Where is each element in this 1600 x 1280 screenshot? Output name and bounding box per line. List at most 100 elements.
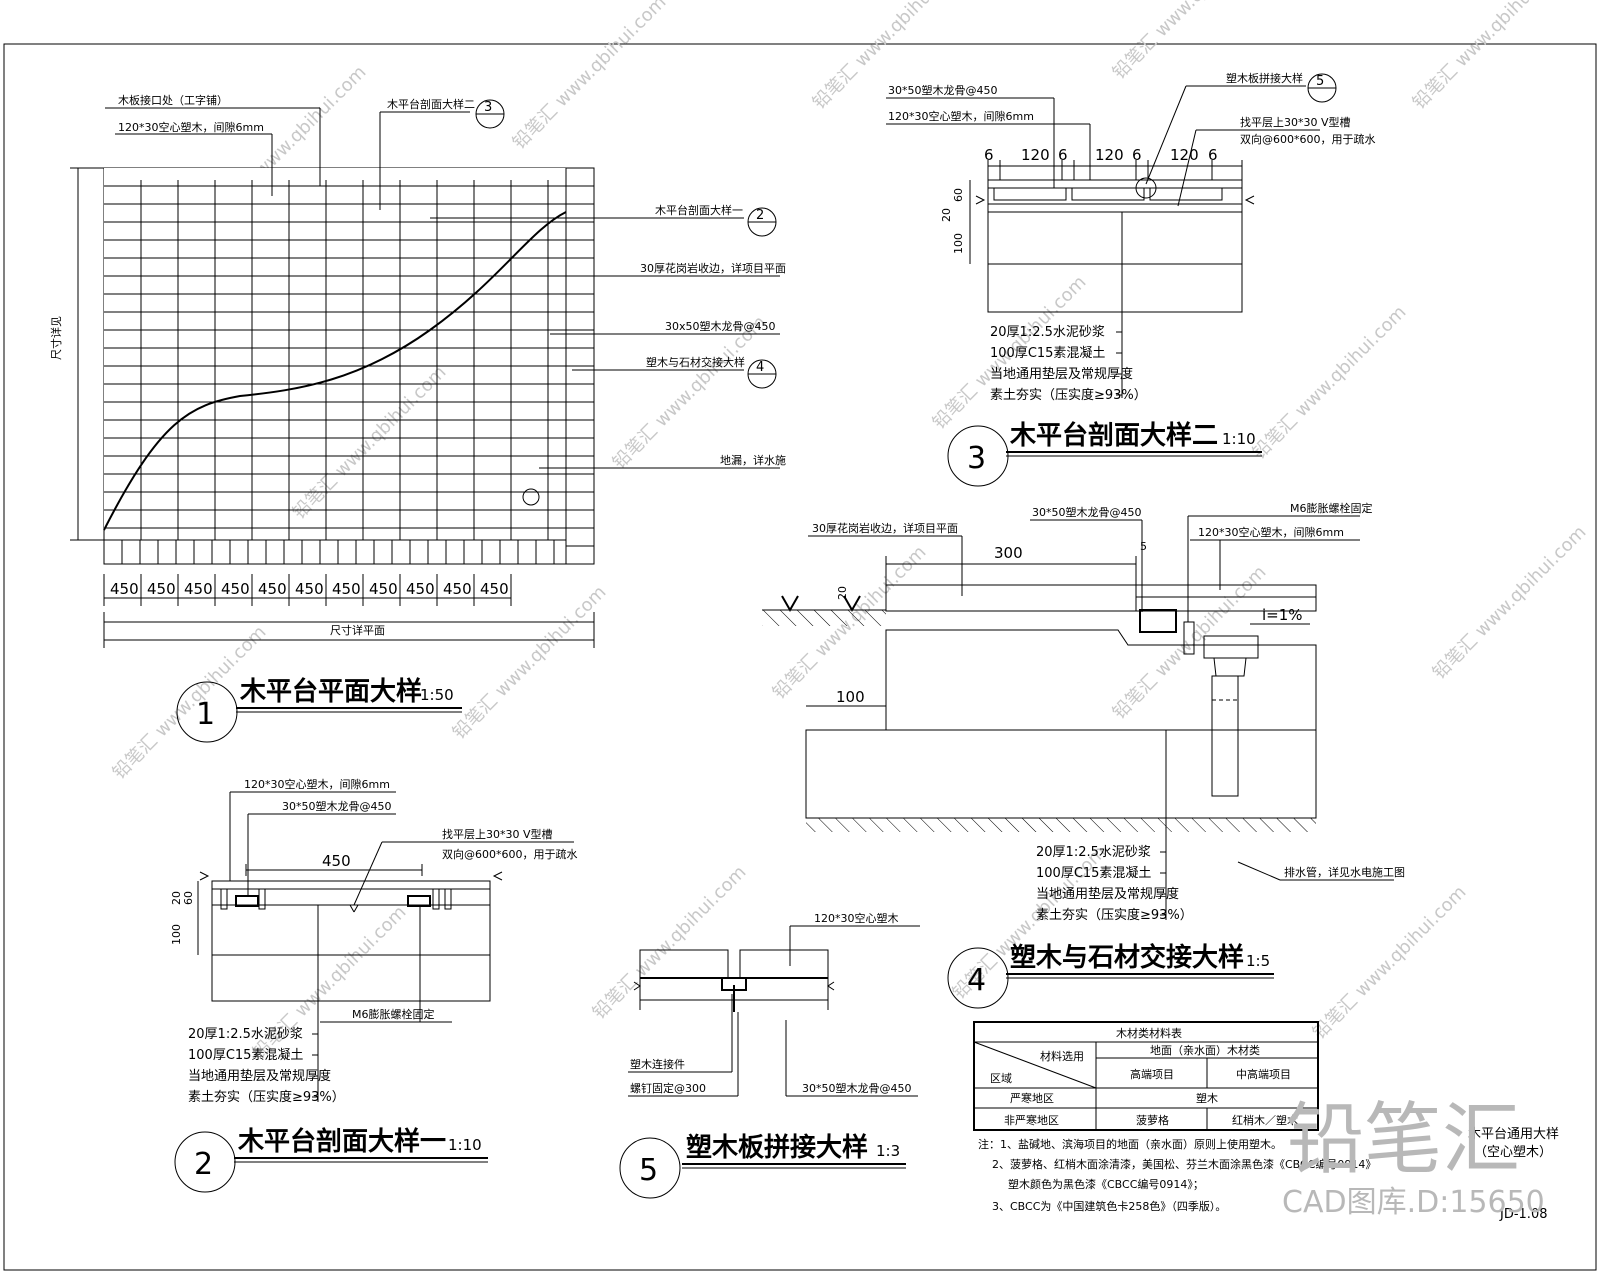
sheet-title: 木平台通用大样	[1468, 1127, 1559, 1142]
d5-scale: 1:3	[876, 1142, 900, 1160]
d4-d5: 5	[1140, 540, 1147, 553]
section-dim: 120	[1095, 146, 1124, 164]
anchor-bolt	[220, 888, 228, 910]
d1-ref2-text: 木平台剖面大样一	[655, 203, 743, 217]
section-dim: 6	[1132, 146, 1142, 164]
note-line: 塑木颜色为黑色漆《CBCC编号0914》；	[1008, 1177, 1204, 1191]
d4-board: 120*30空心塑木，间隙6mm	[1198, 525, 1344, 539]
d3-d60: 60	[952, 188, 965, 202]
layer-label: 100厚C15素混凝土	[990, 345, 1105, 361]
d1-title: 木平台平面大样	[239, 676, 422, 707]
watermark-text: 铅笔汇 www.qbihui.com	[1109, 562, 1271, 724]
spacing-dim: 450	[221, 580, 250, 598]
spacing-dim: 450	[443, 580, 472, 598]
d2-span: 450	[322, 852, 351, 870]
d2-joist: 30*50塑木龙骨@450	[282, 799, 392, 813]
d3-d100: 100	[952, 233, 965, 254]
spacing-dim: 450	[295, 580, 324, 598]
d4-num: 4	[967, 963, 986, 998]
table-h-region: 区域	[990, 1072, 1012, 1085]
d3-groove2: 双向@600*600，用于疏水	[1240, 132, 1376, 146]
watermark-text: 铅笔汇 www.qbihui.com	[449, 582, 611, 744]
table-h-sel: 材料选用	[1040, 1049, 1084, 1063]
note-line: 2、菠萝格、红梢木面涂清漆，美国松、芬兰木面涂黑色漆《CBCC编号0914》	[992, 1157, 1376, 1171]
layer-label: 100厚C15素混凝土	[1036, 865, 1151, 881]
d3-title: 木平台剖面大样二	[1009, 420, 1218, 451]
d5-joist: 30*50塑木龙骨@450	[802, 1081, 912, 1095]
d3-ref5-num: 5	[1316, 74, 1324, 89]
d2-groove: 找平层上30*30 V型槽	[442, 827, 553, 841]
table-h-surface: 地面（亲水面）木材类	[1150, 1043, 1260, 1057]
d2-bolt: M6膨胀螺栓固定	[352, 1007, 435, 1021]
d4-title: 塑木与石材交接大样	[1010, 942, 1244, 973]
d3-scale: 1:10	[1222, 430, 1256, 448]
notes: 注：1、盐碱地、滨海项目的地面（亲水面）原则上使用塑木。 2、菠萝格、红梢木面涂…	[978, 1137, 1376, 1213]
anchor-bolt	[432, 888, 440, 910]
spacing-dim: 450	[258, 580, 287, 598]
d4-bolt: M6膨胀螺栓固定	[1290, 501, 1373, 515]
d4-slope: i=1%	[1262, 606, 1303, 624]
d2-scale: 1:10	[448, 1136, 482, 1154]
layer-label: 素土夯实（压实度≥93%）	[1036, 907, 1193, 923]
table-title: 木材类材料表	[1116, 1026, 1182, 1040]
d5-num: 5	[639, 1153, 658, 1188]
section-dim: 6	[984, 146, 994, 164]
d1-granite-label: 30厚花岗岩收边，详项目平面	[640, 261, 786, 275]
d5-nail: 螺钉固定@300	[630, 1081, 706, 1095]
layer-label: 100厚C15素混凝土	[188, 1047, 303, 1063]
section-dim: 120	[1170, 146, 1199, 164]
watermark-text: 铅笔汇 www.qbihui.com	[1409, 0, 1571, 114]
d1-drain-label: 地漏，详水施	[720, 453, 786, 467]
anchor-bolt	[258, 888, 266, 910]
spacing-dim: 450	[369, 580, 398, 598]
layer-label: 当地通用垫层及常规厚度	[188, 1068, 331, 1084]
watermark-text: 铅笔汇 www.qbihui.com	[1249, 302, 1411, 464]
d4-granite: 30厚花岗岩收边，详项目平面	[812, 521, 958, 535]
layer-label: 20厚1:2.5水泥砂浆	[188, 1027, 303, 1042]
d1-ref3-text: 木平台剖面大样二	[387, 97, 475, 111]
watermark-text: 铅笔汇 www.qbihui.com	[1109, 0, 1271, 84]
spacing-dim: 450	[406, 580, 435, 598]
d1-joist-label: 30x50塑木龙骨@450	[665, 319, 776, 333]
d4-d300: 300	[994, 544, 1023, 562]
sheet-subtitle: （空心塑木）	[1474, 1145, 1552, 1160]
detail-4-junction: i=1% 300 5 20 100 30厚花岗岩收边，详项目平面 30*50塑木…	[762, 501, 1405, 1009]
note-line: 3、CBCC为《中国建筑色卡258色》（四季版）。	[992, 1199, 1226, 1213]
sheet-number: JD-1.08	[1499, 1207, 1547, 1222]
layer-label: 20厚1:2.5水泥砂浆	[990, 325, 1105, 340]
d3-d20: 20	[940, 208, 953, 222]
spacing-dim: 450	[110, 580, 139, 598]
d1-size-h: 尺寸详平面	[330, 623, 385, 637]
layer-label: 当地通用垫层及常规厚度	[1036, 886, 1179, 902]
watermark-text: 铅笔汇 www.qbihui.com	[289, 362, 451, 524]
d3-joist: 30*50塑木龙骨@450	[888, 83, 998, 97]
table-h-mid: 中高端项目	[1236, 1067, 1291, 1081]
d2-d60: 60	[182, 891, 195, 905]
drain-symbol	[522, 488, 540, 506]
table-row2-region: 非严寒地区	[1004, 1113, 1059, 1127]
watermark-text: 铅笔汇 www.qbihui.com	[1429, 522, 1591, 684]
note-line: 注：1、盐碱地、滨海项目的地面（亲水面）原则上使用塑木。	[978, 1137, 1282, 1151]
d1-ref2-num: 2	[756, 208, 764, 223]
d3-num: 3	[967, 441, 986, 476]
brand-logo: 铅笔汇	[1286, 1095, 1520, 1185]
table-row1-region: 严寒地区	[1010, 1091, 1054, 1105]
d2-board: 120*30空心塑木，间隙6mm	[244, 777, 390, 791]
d2-groove2: 双向@600*600，用于疏水	[442, 847, 578, 861]
section-dim: 6	[1058, 146, 1068, 164]
d2-d100: 100	[170, 924, 183, 945]
layer-label: 素土夯实（压实度≥93%）	[990, 387, 1147, 403]
deck-board	[993, 187, 1067, 201]
d3-groove: 找平层上30*30 V型槽	[1240, 115, 1351, 129]
d1-board-label: 120*30空心塑木，间隙6mm	[118, 120, 264, 134]
sheet-border	[3, 43, 1597, 1271]
d5-title: 塑木板拼接大样	[686, 1132, 868, 1163]
d1-size-v: 尺寸详见	[49, 316, 63, 360]
layer-label: 当地通用垫层及常规厚度	[990, 366, 1133, 382]
detail-2-section: 20 60 100 450 120*30空心塑木，间隙6mm 30*50塑木龙骨…	[170, 777, 578, 1193]
d4-scale: 1:5	[1246, 952, 1270, 970]
d1-ref4-text: 塑木与石材交接大样	[646, 355, 745, 369]
layer-label: 20厚1:2.5水泥砂浆	[1036, 845, 1151, 860]
